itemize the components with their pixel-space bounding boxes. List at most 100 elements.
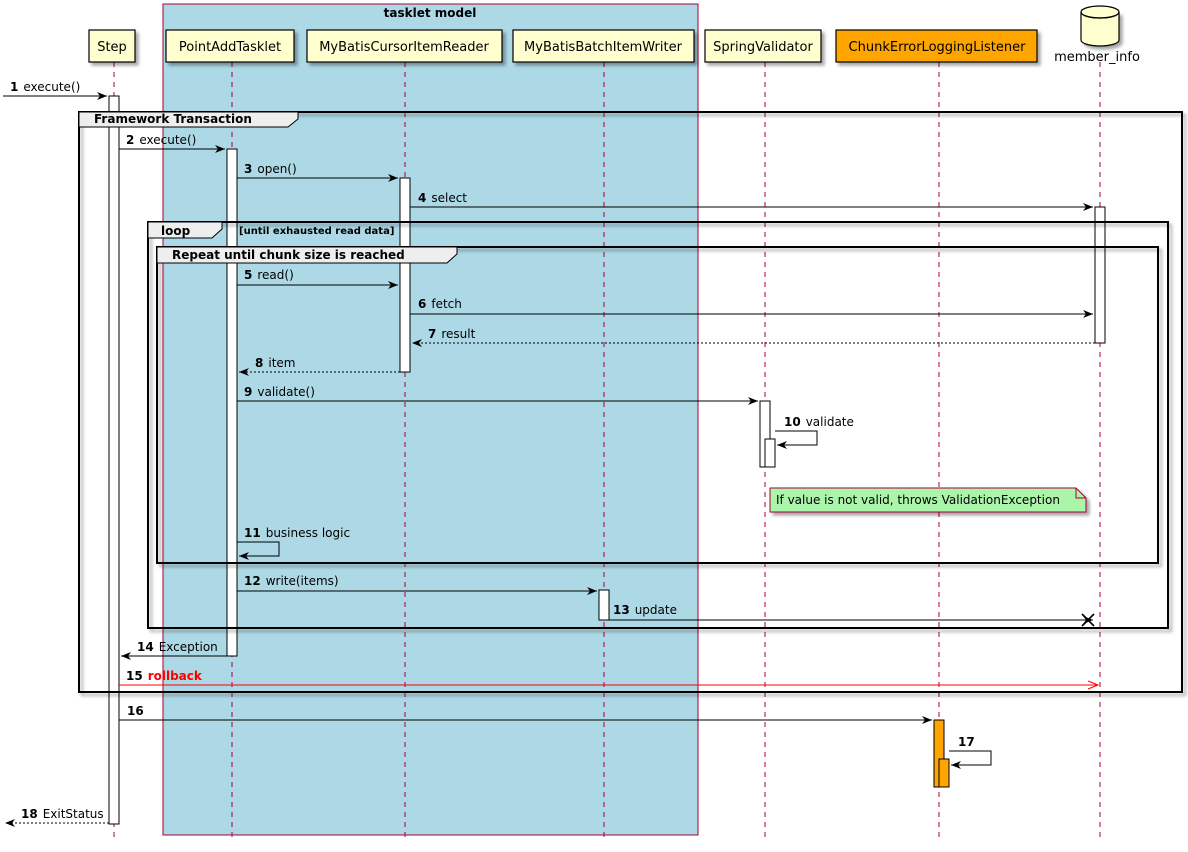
participant-db-label: member_info xyxy=(1054,50,1140,65)
participant-db: member_info xyxy=(1054,5,1140,65)
message-17-number: 17 xyxy=(958,735,975,749)
message-7-label: result xyxy=(441,327,475,341)
message-18-label: ExitStatus xyxy=(43,807,104,821)
message-4-label: select xyxy=(431,191,467,205)
message-14: 14 Exception xyxy=(121,640,227,660)
participant-listener-label: ChunkErrorLoggingListener xyxy=(849,40,1027,55)
message-5-number: 5 xyxy=(244,268,252,282)
message-11-label: business logic xyxy=(266,526,350,540)
message-1: 1 execute() xyxy=(3,80,107,100)
message-10-label: validate xyxy=(806,415,854,429)
message-17: 17 xyxy=(949,735,992,769)
activation-tasklet xyxy=(226,148,238,657)
message-8: 8 item xyxy=(239,356,400,376)
participant-step-label: Step xyxy=(97,40,127,55)
participant-validator: SpringValidator xyxy=(704,29,822,63)
tasklet-model-box: tasklet model xyxy=(162,3,699,836)
activation-validator-self xyxy=(764,438,776,468)
participant-tasklet: PointAddTasklet xyxy=(165,29,295,63)
message-9: 9 validate() xyxy=(237,385,758,405)
message-13: 13 update xyxy=(609,603,1095,627)
participant-writer: MyBatisBatchItemWriter xyxy=(512,29,695,63)
message-15-number: 15 xyxy=(126,669,143,683)
message-6: 6 fetch xyxy=(410,297,1093,318)
participant-listener: ChunkErrorLoggingListener xyxy=(835,29,1038,63)
activation-step xyxy=(108,95,120,825)
message-4: 4 select xyxy=(410,191,1093,211)
message-1-number: 1 xyxy=(10,80,18,94)
message-12: 12 write(items) xyxy=(237,574,597,595)
fragment-repeat: Repeat until chunk size is reached xyxy=(156,246,1159,564)
fragment-framework-transaction: Framework Transaction xyxy=(78,111,1183,693)
participant-tasklet-label: PointAddTasklet xyxy=(179,40,281,55)
activation-db xyxy=(1094,206,1106,344)
activations xyxy=(108,95,1106,825)
fragment-loop: loop [until exhausted read data] xyxy=(147,221,1169,629)
message-14-label: Exception xyxy=(159,640,218,654)
fragment-repeat-label: Repeat until chunk size is reached xyxy=(172,248,405,262)
activation-writer xyxy=(598,589,610,621)
message-2-label: execute() xyxy=(139,133,196,147)
message-3: 3 open() xyxy=(237,162,398,182)
message-12-number: 12 xyxy=(244,574,261,588)
message-5-label: read() xyxy=(257,268,293,282)
destroy-icon xyxy=(1081,613,1095,627)
participant-writer-label: MyBatisBatchItemWriter xyxy=(524,40,683,55)
participant-reader-label: MyBatisCursorItemReader xyxy=(319,40,489,55)
message-3-number: 3 xyxy=(244,162,252,176)
message-11-number: 11 xyxy=(244,526,261,540)
participant-reader: MyBatisCursorItemReader xyxy=(306,29,503,63)
message-12-label: write(items) xyxy=(266,574,339,588)
message-14-number: 14 xyxy=(137,640,154,654)
participant-step: Step xyxy=(88,29,136,63)
message-16-number: 16 xyxy=(127,704,144,718)
message-8-label: item xyxy=(268,356,295,370)
message-6-number: 6 xyxy=(418,297,426,311)
message-7-number: 7 xyxy=(428,327,436,341)
message-16: 16 xyxy=(119,704,932,724)
message-5: 5 read() xyxy=(237,268,398,289)
message-2-number: 2 xyxy=(126,133,134,147)
message-4-number: 4 xyxy=(418,191,426,205)
message-9-label: validate() xyxy=(257,385,315,399)
note-text: If value is not valid, throws Validation… xyxy=(776,493,1060,507)
message-11: 11 business logic xyxy=(237,526,350,560)
activation-listener-self xyxy=(938,758,950,788)
validation-note: If value is not valid, throws Validation… xyxy=(769,487,1087,513)
message-9-number: 9 xyxy=(244,385,252,399)
message-10: 10 validate xyxy=(775,415,854,449)
message-8-number: 8 xyxy=(255,356,263,370)
message-2: 2 execute() xyxy=(119,133,225,153)
message-10-number: 10 xyxy=(784,415,801,429)
message-1-label: execute() xyxy=(23,80,80,94)
fragment-loop-label: loop xyxy=(161,224,191,238)
message-13-number: 13 xyxy=(613,603,630,617)
message-6-label: fetch xyxy=(431,297,462,311)
message-18: 18 ExitStatus xyxy=(5,807,109,827)
message-18-number: 18 xyxy=(21,807,38,821)
box-title: tasklet model xyxy=(384,6,477,20)
message-7: 7 result xyxy=(412,327,1095,347)
participant-validator-label: SpringValidator xyxy=(713,40,813,55)
message-13-label: update xyxy=(635,603,677,617)
fragment-loop-condition: [until exhausted read data] xyxy=(239,226,394,237)
fragment-framework-label: Framework Transaction xyxy=(94,112,252,126)
message-3-label: open() xyxy=(257,162,296,176)
